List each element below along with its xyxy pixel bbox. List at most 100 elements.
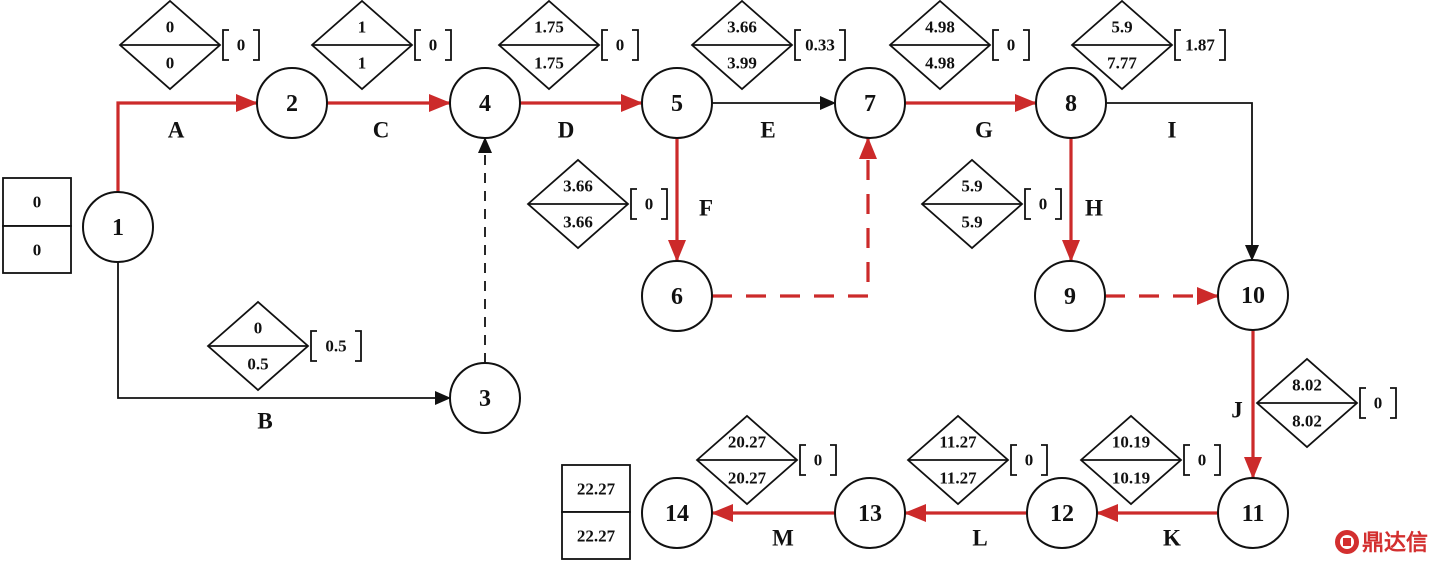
earliest-start: 5.9 <box>1111 18 1132 37</box>
brand-logo-icon <box>1335 530 1359 554</box>
start-box-top: 0 <box>33 193 42 212</box>
earliest-start: 4.98 <box>925 18 955 37</box>
activity-label-m: M <box>772 526 794 551</box>
float-bracket-l: 0 <box>1010 444 1048 476</box>
float-bracket-c: 0 <box>414 29 452 61</box>
total-float: 0 <box>1039 195 1048 214</box>
total-float: 0 <box>1374 394 1383 413</box>
total-float: 0.33 <box>805 36 835 55</box>
latest-start: 7.77 <box>1107 54 1137 73</box>
time-diamond-g: 4.98 4.98 <box>888 0 992 91</box>
node-label: 5 <box>671 91 683 117</box>
latest-start: 1.75 <box>534 54 564 73</box>
total-float: 0 <box>1025 451 1034 470</box>
node-2: 2 <box>256 67 328 139</box>
end-box-bottom: 22.27 <box>577 527 616 546</box>
total-float: 0 <box>616 36 625 55</box>
node-10: 10 <box>1217 259 1289 331</box>
activity-arrow-i <box>1106 102 1259 261</box>
time-diamond-f: 3.66 3.66 <box>526 158 630 250</box>
total-float: 0 <box>814 451 823 470</box>
latest-start: 11.27 <box>939 469 977 488</box>
float-bracket-e: 0.33 <box>794 29 846 61</box>
activity-label-e: E <box>760 118 775 143</box>
earliest-start: 3.66 <box>563 177 593 196</box>
node-label: 3 <box>479 386 491 412</box>
total-float: 1.87 <box>1185 36 1215 55</box>
latest-start: 0.5 <box>247 355 268 374</box>
node-label: 6 <box>671 284 683 310</box>
node-12: 12 <box>1026 477 1098 549</box>
time-diamond-l: 11.27 11.27 <box>906 414 1010 506</box>
latest-start: 10.19 <box>1112 469 1150 488</box>
node-label: 10 <box>1241 283 1265 309</box>
activity-arrow-a <box>116 94 258 192</box>
float-bracket-j: 0 <box>1359 387 1397 419</box>
node-label: 14 <box>665 501 689 527</box>
latest-start: 3.66 <box>563 213 593 232</box>
float-bracket-f: 0 <box>630 188 668 220</box>
node-label: 12 <box>1050 501 1074 527</box>
latest-start: 5.9 <box>961 213 982 232</box>
float-bracket-h: 0 <box>1024 188 1062 220</box>
total-float: 0 <box>1007 36 1016 55</box>
float-bracket-a: 0 <box>222 29 260 61</box>
float-bracket-d: 0 <box>601 29 639 61</box>
dummy-arrow-6-7 <box>712 137 877 298</box>
time-diamond-i: 5.9 7.77 <box>1070 0 1174 91</box>
time-diamond-c: 11 <box>310 0 414 91</box>
earliest-start: 11.27 <box>939 433 977 452</box>
time-diamond-h: 5.95.9 <box>920 158 1024 250</box>
activity-label-i: I <box>1168 118 1177 143</box>
end-time-box: 22.27 22.27 <box>561 464 631 560</box>
time-parameters-layer: 00000.50.51101.751.7503.663.990.333.663.… <box>118 0 1397 506</box>
float-bracket-k: 0 <box>1183 444 1221 476</box>
node-8: 8 <box>1035 67 1107 139</box>
node-label: 9 <box>1064 284 1076 310</box>
total-float: 0.5 <box>325 337 346 356</box>
node-7: 7 <box>834 67 906 139</box>
watermark-text: 鼎达信 <box>1362 530 1428 556</box>
earliest-start: 0 <box>254 319 263 338</box>
time-diamond-j: 8.028.02 <box>1255 357 1359 449</box>
node-label: 4 <box>479 91 491 117</box>
node-3: 3 <box>449 362 521 434</box>
latest-start: 4.98 <box>925 54 955 73</box>
earliest-start: 1.75 <box>534 18 564 37</box>
float-bracket-b: 0.5 <box>310 330 362 362</box>
latest-start: 1 <box>358 54 367 73</box>
activity-arrow-b <box>117 262 451 405</box>
node-label: 1 <box>112 215 124 241</box>
activity-label-d: D <box>558 118 575 143</box>
earliest-start: 1 <box>358 18 367 37</box>
time-diamond-b: 00.5 <box>206 300 310 392</box>
node-label: 7 <box>864 91 876 117</box>
time-diamond-a: 00 <box>118 0 222 91</box>
node-5: 5 <box>641 67 713 139</box>
latest-start: 8.02 <box>1292 412 1322 431</box>
node-11: 11 <box>1217 477 1289 549</box>
activity-label-h: H <box>1085 196 1103 221</box>
activity-label-f: F <box>699 196 713 221</box>
earliest-start: 0 <box>166 18 175 37</box>
float-bracket-i: 1.87 <box>1174 29 1226 61</box>
end-box-top: 22.27 <box>577 480 616 499</box>
time-diamond-k: 10.19 10.19 <box>1079 414 1183 506</box>
time-diamond-d: 1.75 1.75 <box>497 0 601 91</box>
start-time-box: 0 0 <box>2 177 72 274</box>
node-label: 13 <box>858 501 882 527</box>
time-diamond-e: 3.663.99 <box>690 0 794 91</box>
earliest-start: 20.27 <box>728 433 767 452</box>
earliest-start: 10.19 <box>1112 433 1150 452</box>
total-float: 0 <box>237 36 246 55</box>
node-14: 14 <box>641 477 713 549</box>
watermark: 鼎达信 <box>1335 530 1428 556</box>
total-float: 0 <box>1198 451 1207 470</box>
start-box-bottom: 0 <box>33 241 42 260</box>
activity-label-b: B <box>257 409 272 434</box>
node-label: 11 <box>1242 501 1265 527</box>
